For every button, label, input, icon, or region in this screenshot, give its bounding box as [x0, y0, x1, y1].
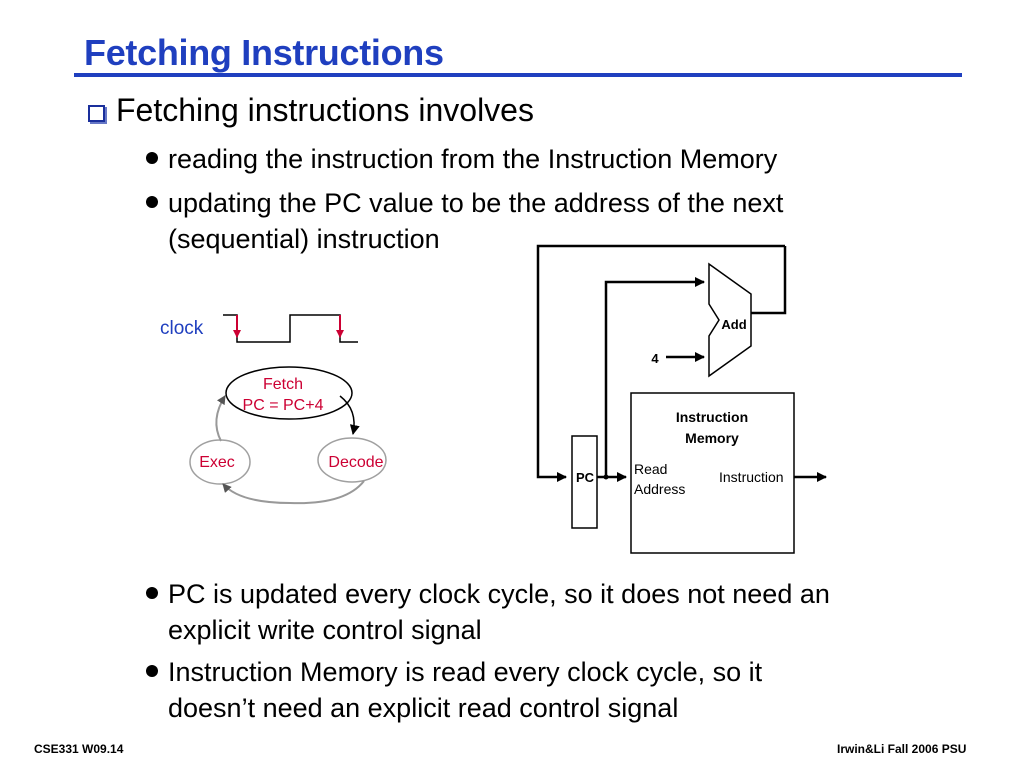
fetch-label: Fetch: [263, 376, 303, 393]
sub-bullet-3-line-2: explicit write control signal: [168, 615, 482, 645]
sub-bullet-4-line-2: doesn’t need an explicit read control si…: [168, 693, 679, 723]
exec-label: Exec: [199, 454, 235, 471]
decode-label: Decode: [328, 454, 383, 471]
instruction-cycle-diagram: Fetch PC = PC+4 Exec Decode: [189, 366, 387, 505]
constant-four: 4: [651, 351, 659, 366]
pc-register: [571, 435, 598, 529]
round-bullet-icon: [146, 665, 158, 677]
footer-course-label: CSE331 W09.14: [34, 742, 124, 756]
sub-bullet-3-line-1: PC is updated every clock cycle, so it d…: [168, 579, 830, 609]
sub-bullet-2-line-1: updating the PC value to be the address …: [168, 188, 784, 218]
footer-authors: Irwin&Li Fall 2006 PSU: [837, 742, 967, 756]
fetch-state: [225, 366, 353, 420]
square-bullet-icon: [88, 105, 105, 122]
instruction-memory-title-line1: Instruction: [676, 409, 748, 425]
fetch-datapath: Add 4 PC Instruction Memory Read Address…: [536, 244, 827, 554]
round-bullet-icon: [146, 196, 158, 208]
adder-output-wire: [751, 246, 787, 315]
clock-label: clock: [160, 318, 204, 339]
round-bullet-icon: [146, 587, 158, 599]
sub-bullet-4-line-1: Instruction Memory is read every clock c…: [168, 657, 763, 687]
decode-state: [317, 437, 387, 483]
main-bullet-text: Fetching instructions involves: [116, 92, 534, 128]
instruction-memory-title-line2: Memory: [685, 430, 739, 446]
sub-bullet-2-line-2: (sequential) instruction: [168, 224, 440, 254]
instruction-output-label: Instruction: [719, 469, 784, 485]
fetch-action-label: PC = PC+4: [243, 397, 324, 414]
sub-bullet-1-line-1: reading the instruction from the Instruc…: [168, 144, 778, 174]
pc-to-adder-wire: [604, 277, 705, 477]
pc-update-feedback-wire: [536, 244, 785, 482]
read-address-label-line2: Address: [634, 481, 685, 497]
adder-unit: [708, 262, 752, 378]
slide-title: Fetching Instructions: [84, 32, 444, 73]
clock-waveform: clock: [160, 314, 358, 343]
round-bullet-icon: [146, 152, 158, 164]
decode-to-exec-arrow: [222, 480, 365, 505]
adder-label: Add: [721, 317, 746, 332]
clock-signal: [223, 314, 358, 343]
title-underline: [74, 73, 962, 77]
instruction-memory-block: [630, 392, 795, 554]
read-address-label-line1: Read: [634, 461, 667, 477]
fetch-to-decode-arrow: [339, 395, 360, 435]
wire-junction: [603, 474, 609, 480]
exec-to-fetch-arrow: [215, 395, 226, 442]
pc-label: PC: [576, 470, 595, 485]
